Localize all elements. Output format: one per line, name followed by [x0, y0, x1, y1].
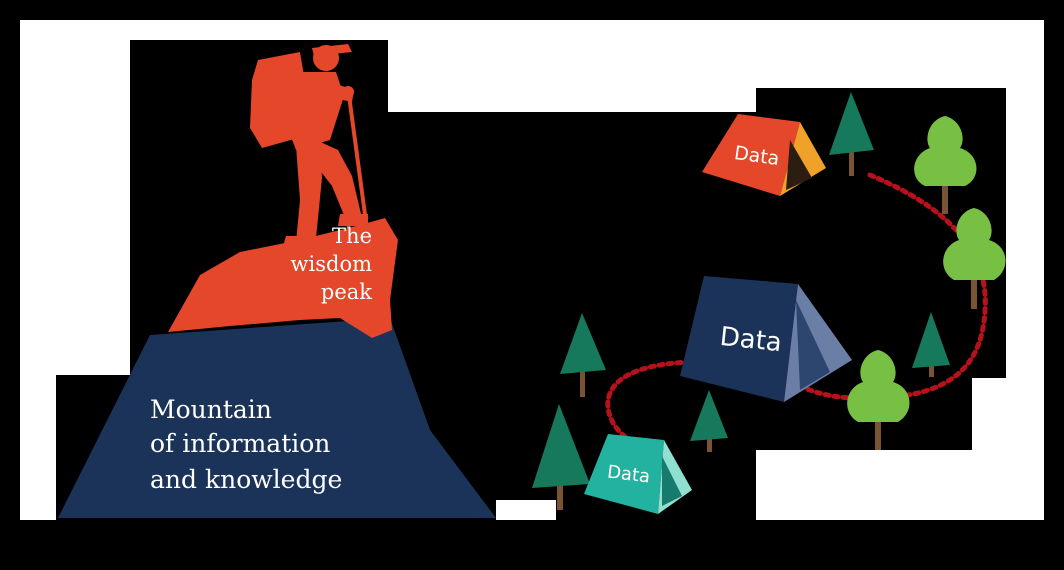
mountain-label-line2: of information [150, 429, 330, 458]
tree-dark-small [690, 390, 728, 452]
tent-center-navy [680, 276, 852, 402]
mountain-label-line3: and knowledge [150, 465, 342, 494]
tent-top-orange [702, 114, 826, 196]
tree-light-middle [943, 208, 1006, 309]
peak-label-line1: The [332, 224, 372, 248]
tree-light-bottom [847, 350, 910, 450]
trail-upper [787, 172, 988, 401]
peak-label-line2: wisdom [291, 252, 373, 276]
tree-dark-top [829, 92, 874, 176]
pole-grip [342, 86, 354, 98]
peak-label-line3: peak [321, 280, 372, 304]
wisdom-peak [168, 218, 398, 338]
tree-dark-bottom-left [532, 404, 590, 510]
tent-bottom-label: Data [606, 462, 651, 488]
knowledge-mountain [58, 318, 496, 518]
tent-bottom-teal [584, 434, 692, 514]
hiker-silhouette [250, 44, 368, 250]
mountain-label-line1: Mountain [150, 395, 272, 424]
tree-light-top [914, 116, 977, 214]
tree-dark-left [560, 313, 606, 397]
trekking-pole [346, 87, 368, 223]
tree-dark-right [912, 312, 950, 377]
tent-center-label: Data [718, 322, 783, 358]
